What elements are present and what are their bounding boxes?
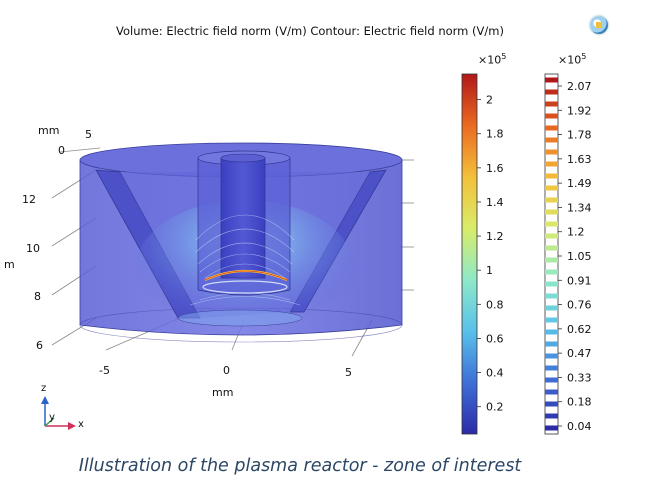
volume-tick-label: 2: [486, 94, 493, 107]
reactor-body: [79, 142, 403, 343]
vertical-axis-letter: m: [4, 258, 15, 271]
plot-title: Volume: Electric field norm (V/m) Contou…: [116, 24, 504, 38]
volume-tick-label: 1.8: [486, 128, 504, 141]
volume-colorbar-multiplier: ×105: [478, 52, 506, 67]
contour-level-stripe: [545, 353, 558, 359]
y-tick-1: 5: [85, 128, 92, 141]
contour-level-stripe: [545, 173, 558, 179]
contour-level-stripe: [545, 425, 558, 431]
contour-level-stripe: [545, 233, 558, 239]
volume-multiplier-base: ×10: [478, 53, 502, 67]
contour-level-stripe: [545, 197, 558, 203]
contour-level-stripe: [545, 377, 558, 383]
contour-tick-label: 0.33: [567, 371, 592, 384]
volume-multiplier-exp: 5: [501, 52, 507, 61]
contour-level-stripe: [545, 245, 558, 251]
contour-tick-label: 2.07: [567, 80, 592, 93]
contour-multiplier-exp: 5: [581, 52, 587, 61]
triad-z-label: z: [41, 383, 47, 394]
contour-tick-label: 0.76: [567, 299, 592, 312]
contour-tick-label: 0.91: [567, 274, 592, 287]
volume-tick-label: 1.2: [486, 230, 504, 243]
z-tick-0: 12: [22, 193, 36, 206]
contour-level-stripe: [545, 185, 558, 191]
contour-tick-label: 1.92: [567, 104, 592, 117]
contour-level-stripe: [545, 341, 558, 347]
contour-multiplier-base: ×10: [558, 53, 582, 67]
contour-level-stripe: [545, 329, 558, 335]
z-tick-3: 6: [36, 339, 43, 352]
contour-tick-label: 1.78: [567, 129, 592, 142]
volume-tick-label: 0.6: [486, 332, 504, 345]
contour-level-stripe: [545, 401, 558, 407]
volume-tick-label: 1.6: [486, 162, 504, 175]
contour-level-stripe: [545, 257, 558, 263]
contour-level-stripe: [545, 305, 558, 311]
contour-level-stripe: [545, 77, 558, 83]
contour-level-stripe: [545, 89, 558, 95]
z-tick-2: 8: [34, 290, 41, 303]
contour-tick-label: 0.04: [567, 420, 592, 433]
contour-level-stripe: [545, 113, 558, 119]
x-tick-2: 5: [345, 366, 352, 379]
volume-tick-label: 0.4: [486, 367, 504, 380]
contour-level-stripe: [545, 293, 558, 299]
contour-tick-label: 1.34: [567, 201, 592, 214]
contour-level-stripe: [545, 365, 558, 371]
comsol-logo-icon[interactable]: [590, 16, 608, 34]
contour-tick-label: 1.63: [567, 153, 592, 166]
contour-colorbar: 2.07 1.92 1.78 1.63 1.49 1.34 1.2 1.05 0.91 0.76 0…: [544, 73, 592, 435]
axis-unit-label-top: mm: [38, 124, 60, 137]
contour-tick-label: 0.62: [567, 323, 592, 336]
contour-level-stripe: [545, 413, 558, 419]
volume-tick-label: 0.2: [486, 401, 504, 414]
triad-x-label: x: [78, 419, 84, 430]
contour-tick-label: 1.2: [567, 226, 585, 239]
contour-level-stripe: [545, 209, 558, 215]
contour-level-stripe: [545, 137, 558, 143]
contour-colorbar-multiplier: ×105: [558, 52, 586, 67]
volume-tick-label: 1.4: [486, 196, 504, 209]
contour-tick-label: 1.05: [567, 250, 592, 263]
volume-tick-label: 0.8: [486, 298, 504, 311]
contour-level-stripe: [545, 269, 558, 275]
contour-tick-label: 1.49: [567, 177, 592, 190]
contour-level-stripe: [545, 161, 558, 167]
contour-level-stripe: [545, 101, 558, 107]
contour-level-stripe: [545, 281, 558, 287]
y-tick-0: 0: [58, 144, 65, 157]
x-tick-0: -5: [99, 364, 110, 377]
orientation-triad: [41, 396, 76, 430]
contour-level-stripe: [545, 125, 558, 131]
contour-level-stripe: [545, 389, 558, 395]
axis-unit-label-bottom: mm: [212, 386, 234, 399]
z-tick-1: 10: [26, 242, 40, 255]
volume-tick-label: 1: [486, 264, 493, 277]
contour-level-stripe: [545, 317, 558, 323]
volume-colorbar: 2 1.8 1.6 1.4 1.2 1 0.8 0.6 0.4 0.2: [461, 73, 504, 435]
contour-tick-label: 0.18: [567, 396, 592, 409]
volume-colorbar-fill: [461, 73, 478, 435]
x-tick-1: 0: [223, 364, 230, 377]
figure-caption: Illustration of the plasma reactor - zon…: [78, 456, 522, 476]
contour-level-stripe: [545, 149, 558, 155]
contour-level-stripe: [545, 221, 558, 227]
contour-tick-label: 0.47: [567, 347, 592, 360]
triad-y-label: y: [49, 412, 55, 423]
